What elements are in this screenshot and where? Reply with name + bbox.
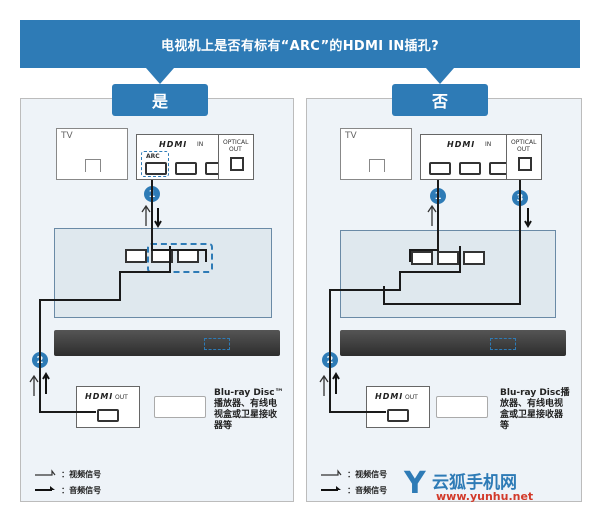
- video-signal-icon: [141, 204, 151, 226]
- optical-out-label: OUT: [517, 146, 530, 153]
- hdmi-logo: HDMI: [85, 392, 114, 401]
- hdmi-out-label: OUT: [115, 394, 128, 401]
- yes-header: 是: [112, 84, 208, 116]
- hdmi-port: [125, 249, 147, 263]
- watermark: Y 云狐手机网 www.yunhu.net: [404, 466, 594, 506]
- desc-line: 放器、有线电视: [500, 399, 564, 409]
- optical-label: OPTICAL: [223, 139, 249, 146]
- video-signal-icon: [427, 204, 437, 226]
- hdmi-port: [175, 162, 197, 175]
- soundbar-port-highlight: [204, 338, 230, 350]
- hdmi-port: [97, 409, 119, 422]
- desc-line: 视盒或卫星接收: [214, 410, 278, 420]
- question-banner: 电视机上是否有标有“ARC”的HDMI IN插孔?: [20, 20, 580, 68]
- watermark-brand: 云狐手机网: [432, 473, 517, 493]
- optical-port: [230, 157, 244, 171]
- hdmi-port: [463, 251, 485, 265]
- watermark-logo: Y: [404, 466, 426, 501]
- video-signal-icon: [29, 374, 39, 396]
- hdmi-port: [429, 162, 451, 175]
- tv-stand: [369, 159, 385, 172]
- hdmi-port: [145, 162, 167, 175]
- hdmi-cable: [151, 180, 207, 262]
- video-signal-icon: [35, 469, 56, 476]
- hdmi-in-label: IN: [485, 141, 492, 148]
- hdmi-logo: HDMI: [159, 140, 188, 149]
- hdmi-port: [411, 251, 433, 265]
- tv-left: TV: [56, 128, 128, 180]
- tv-stand: [85, 159, 101, 172]
- hdmi-cable: [329, 246, 461, 413]
- audio-signal-icon: [42, 372, 50, 394]
- yes-label: 是: [151, 92, 168, 111]
- hdmi-cable: [39, 246, 171, 413]
- audio-signal-icon: [332, 372, 340, 394]
- watermark-url: www.yunhu.net: [436, 490, 534, 503]
- desc-line: Blu-ray Disc™: [214, 388, 284, 398]
- hdmi-port: [387, 409, 409, 422]
- arrow-yes: [146, 68, 174, 84]
- legend-audio-text: ：音频信号: [61, 486, 102, 495]
- video-signal-icon: [319, 374, 329, 396]
- arrow-no: [426, 68, 454, 84]
- arc-label: ARC: [146, 153, 160, 160]
- desc-line: 器等: [214, 421, 233, 431]
- optical-label: OPTICAL: [511, 139, 537, 146]
- audio-signal-icon: [154, 208, 162, 228]
- tv-label: TV: [61, 131, 73, 141]
- hdmi-out-label: OUT: [405, 394, 418, 401]
- hdmi-port: [437, 251, 459, 265]
- desc-line: 等: [500, 421, 510, 431]
- hdmi-out-box-right: HDMI OUT: [366, 386, 430, 428]
- legend-audio-right: ：音频信号: [320, 478, 387, 497]
- optical-box-left: OPTICAL OUT: [218, 134, 254, 180]
- legend-video-right: ：视频信号: [320, 462, 387, 481]
- bluray-device-right: [436, 396, 488, 418]
- device-description-left: Blu-ray Disc™ 播放器、有线电 视盒或卫星接收 器等: [214, 388, 290, 432]
- no-header: 否: [392, 84, 488, 116]
- legend-video-text: ：视频信号: [347, 470, 388, 479]
- audio-signal-icon: [321, 486, 341, 491]
- optical-port: [518, 157, 532, 171]
- legend-audio-left: ：音频信号: [34, 478, 101, 497]
- legend-video-left: ：视频信号: [34, 462, 101, 481]
- video-signal-icon: [321, 469, 342, 476]
- arc-highlight: [141, 151, 169, 177]
- legend-audio-text: ：音频信号: [347, 486, 388, 495]
- desc-line: 播放器、有线电: [214, 399, 278, 409]
- hdmi-out-box-left: HDMI OUT: [76, 386, 140, 428]
- question-text: 电视机上是否有标有“ARC”的HDMI IN插孔?: [161, 38, 439, 54]
- bluray-device-left: [154, 396, 206, 418]
- optical-cable: [383, 180, 521, 305]
- hdmi-out-highlight: [147, 243, 213, 273]
- desc-line: 盒或卫星接收器: [500, 410, 564, 420]
- desc-line: Blu-ray Disc播: [500, 388, 570, 398]
- hdmi-port: [459, 162, 481, 175]
- audio-signal-icon: [35, 486, 55, 491]
- hdmi-in-panel-right: HDMI IN: [420, 134, 522, 180]
- device-description-right: Blu-ray Disc播 放器、有线电视 盒或卫星接收器 等: [500, 388, 576, 432]
- no-label: 否: [431, 92, 448, 111]
- audio-signal-icon: [524, 208, 532, 228]
- hdmi-logo: HDMI: [375, 392, 404, 401]
- tv-right: TV: [340, 128, 412, 180]
- optical-out-label: OUT: [229, 146, 242, 153]
- hdmi-logo: HDMI: [447, 140, 476, 149]
- hdmi-in-label: IN: [197, 141, 204, 148]
- soundbar-right: [340, 330, 566, 356]
- legend-video-text: ：视频信号: [61, 470, 102, 479]
- soundbar-left: [54, 330, 280, 356]
- soundbar-port-highlight: [490, 338, 516, 350]
- hdmi-cable: [409, 180, 439, 262]
- tv-label: TV: [345, 131, 357, 141]
- optical-box-right: OPTICAL OUT: [506, 134, 542, 180]
